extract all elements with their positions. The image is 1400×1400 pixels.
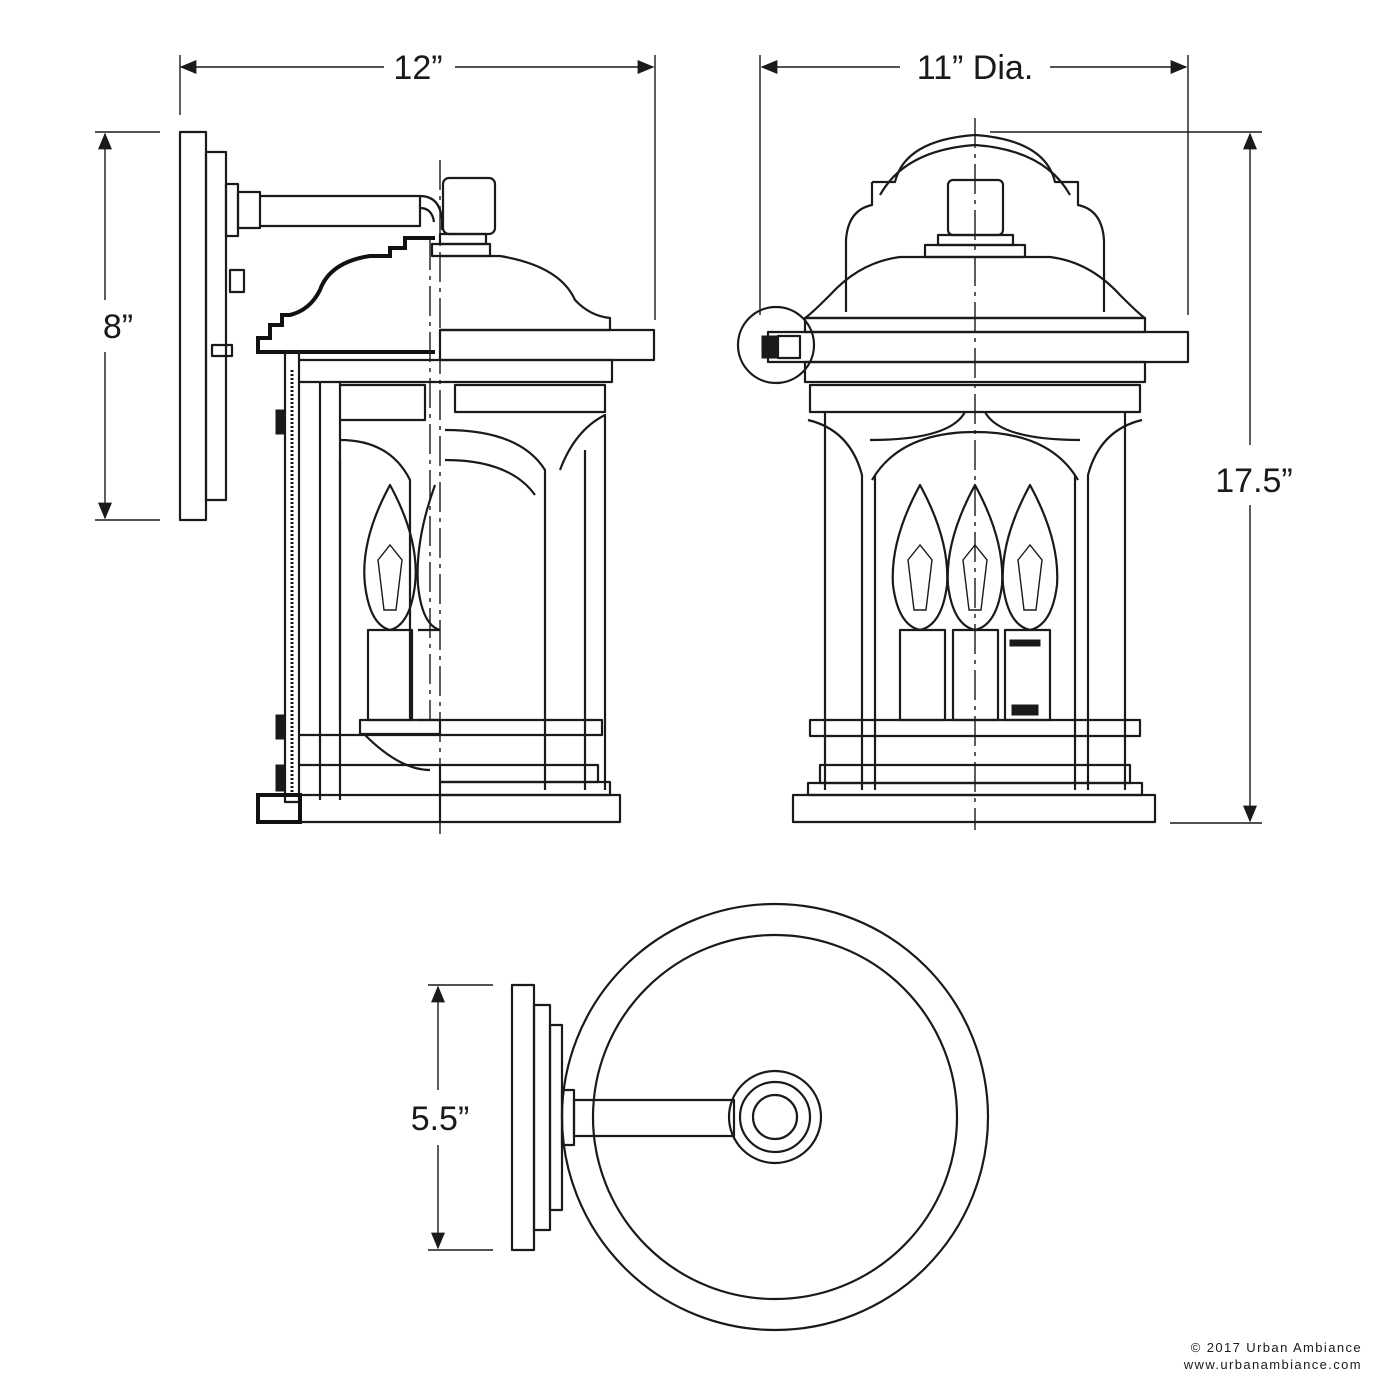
front-view <box>736 118 1190 830</box>
dimension-backplate: 5.5” <box>411 984 493 1251</box>
extension-label: 8” <box>103 308 133 346</box>
side-view <box>178 130 656 840</box>
dimension-width-overall: 12” <box>179 49 656 320</box>
height-label: 17.5” <box>1215 462 1293 500</box>
dimension-extension: 8” <box>95 131 160 521</box>
website-text: www.urbanambiance.com <box>1183 1357 1362 1372</box>
dimension-height: 17.5” <box>990 131 1293 824</box>
dimension-diameter: 11” Dia. <box>759 49 1189 315</box>
diameter-label: 11” Dia. <box>917 49 1034 87</box>
copyright-text: © 2017 Urban Ambiance <box>1190 1340 1362 1355</box>
plan-view <box>510 902 990 1332</box>
backplate-label: 5.5” <box>411 1100 470 1138</box>
width-overall-label: 12” <box>393 49 442 87</box>
